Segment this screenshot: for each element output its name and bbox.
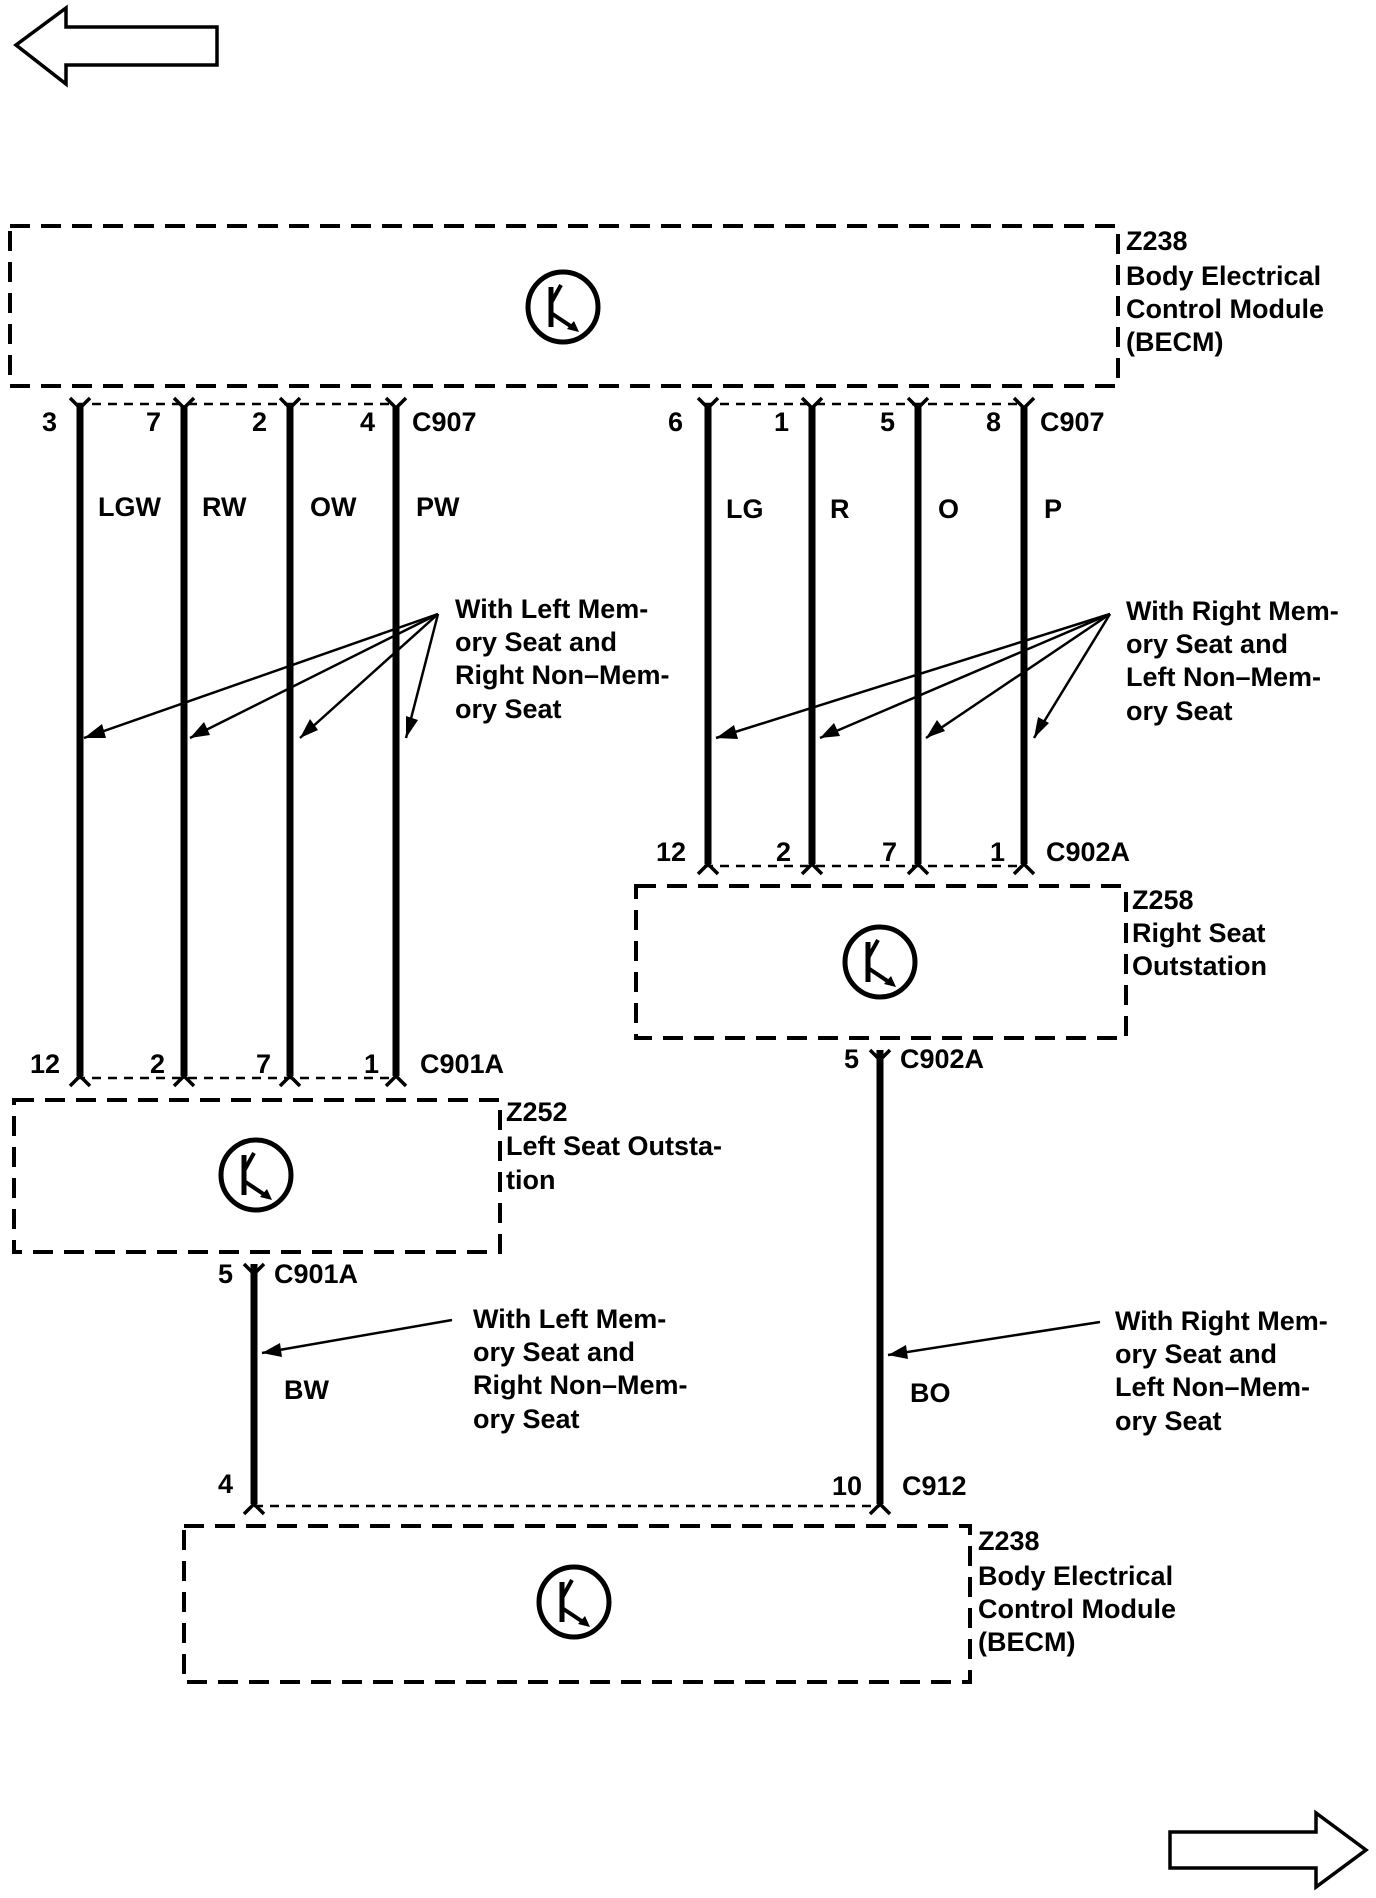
pin-number: 5 bbox=[218, 1259, 233, 1289]
becm-top-module-box bbox=[8, 224, 1120, 388]
pin-number: 6 bbox=[668, 407, 683, 437]
pin-number: 5 bbox=[880, 407, 895, 437]
left-seat-outstation-id: Z252 bbox=[506, 1097, 568, 1127]
becm-top-name-line: Body Electrical bbox=[1126, 261, 1321, 291]
callout-note-line: ory Seat and bbox=[1115, 1339, 1277, 1369]
connector-label-c901a-bottom: C901A bbox=[274, 1259, 358, 1289]
left-output-callout: With Left Mem- ory Seat and Right Non–Me… bbox=[261, 1304, 687, 1434]
pin-number: 5 bbox=[844, 1044, 859, 1074]
right-group-callout: With Right Mem- ory Seat and Left Non–Me… bbox=[715, 596, 1339, 740]
wire-color-label: O bbox=[938, 494, 959, 524]
callout-note-line: ory Seat and bbox=[455, 627, 617, 657]
becm-bottom-name-line: Control Module bbox=[978, 1594, 1176, 1624]
pin-number: 12 bbox=[656, 837, 686, 867]
callout-note-line: ory Seat bbox=[473, 1404, 580, 1434]
left-seat-outstation-box bbox=[12, 1098, 502, 1254]
wire-color-label: PW bbox=[416, 492, 460, 522]
wire-color-label: BW bbox=[284, 1375, 329, 1405]
callout-note-line: Left Non–Mem- bbox=[1115, 1372, 1310, 1402]
right-seat-outstation-id: Z258 bbox=[1132, 885, 1194, 915]
right-seat-outstation-box bbox=[634, 884, 1128, 1040]
connector-label-c901a-top: C901A bbox=[420, 1049, 504, 1079]
pin-number: 4 bbox=[360, 407, 375, 437]
callout-note-line: With Left Mem- bbox=[473, 1304, 666, 1334]
callout-note-line: ory Seat bbox=[1115, 1406, 1222, 1436]
wire-o[interactable] bbox=[906, 396, 930, 876]
pin-number: 3 bbox=[42, 407, 57, 437]
callout-note-line: Right Non–Mem- bbox=[455, 660, 669, 690]
callout-note-line: With Left Mem- bbox=[455, 594, 648, 624]
transistor-symbol-icon bbox=[218, 1137, 294, 1213]
left-seat-outstation-name-line: Left Seat Outsta- bbox=[506, 1131, 722, 1161]
becm-bottom-name-line: (BECM) bbox=[978, 1627, 1075, 1657]
becm-bottom-id: Z238 bbox=[978, 1526, 1040, 1556]
callout-note-line: Left Non–Mem- bbox=[1126, 662, 1321, 692]
wire-color-label: P bbox=[1044, 494, 1062, 524]
connector-label-c902a-top: C902A bbox=[1046, 837, 1130, 867]
callout-note-line: ory Seat and bbox=[1126, 629, 1288, 659]
pin-number: 8 bbox=[986, 407, 1001, 437]
wire-pw[interactable] bbox=[384, 396, 408, 1088]
becm-bottom-name-line: Body Electrical bbox=[978, 1561, 1173, 1591]
right-wire-harness: 6 1 5 8 C907 LG R O P 12 2 7 1 C902A Wit… bbox=[656, 396, 1339, 876]
becm-top-name-line: (BECM) bbox=[1126, 327, 1223, 357]
wire-lgw[interactable] bbox=[68, 396, 92, 1088]
wire-color-label: BO bbox=[910, 1378, 951, 1408]
transistor-symbol-icon bbox=[536, 1564, 612, 1640]
wire-bo[interactable] bbox=[868, 1048, 892, 1516]
pin-number: 2 bbox=[776, 837, 791, 867]
wire-lg[interactable] bbox=[696, 396, 720, 876]
wire-rw[interactable] bbox=[172, 396, 196, 1088]
becm-bottom-module-box bbox=[182, 1524, 972, 1684]
right-output-callout: With Right Mem- ory Seat and Left Non–Me… bbox=[887, 1306, 1328, 1436]
left-wire-harness: 3 7 2 4 C907 LGW RW OW PW 12 2 7 1 C901A… bbox=[30, 396, 669, 1088]
pin-number: 7 bbox=[146, 407, 161, 437]
wire-color-label: LG bbox=[726, 494, 764, 524]
callout-note-line: With Right Mem- bbox=[1115, 1306, 1328, 1336]
connector-label-c907-right: C907 bbox=[1040, 407, 1105, 437]
becm-top-id: Z238 bbox=[1126, 226, 1188, 256]
callout-note-line: ory Seat and bbox=[473, 1337, 635, 1367]
wire-color-label: R bbox=[830, 494, 850, 524]
pin-number: 2 bbox=[252, 407, 267, 437]
wire-p[interactable] bbox=[1012, 396, 1036, 876]
pin-number: 1 bbox=[774, 407, 789, 437]
pin-number: 12 bbox=[30, 1049, 60, 1079]
wire-color-label: OW bbox=[310, 492, 357, 522]
connector-label-c907-left: C907 bbox=[412, 407, 477, 437]
callout-note-line: With Right Mem- bbox=[1126, 596, 1339, 626]
transistor-symbol-icon bbox=[525, 269, 601, 345]
pin-number: 7 bbox=[882, 837, 897, 867]
right-seat-outstation-name-line: Outstation bbox=[1132, 951, 1267, 981]
left-seat-outstation-name-line: tion bbox=[506, 1165, 555, 1195]
callout-note-line: Right Non–Mem- bbox=[473, 1370, 687, 1400]
right-seat-outstation-name-line: Right Seat bbox=[1132, 918, 1266, 948]
pin-number: 4 bbox=[218, 1469, 233, 1499]
next-page-arrow-icon[interactable] bbox=[1168, 1809, 1369, 1891]
becm-top-name-line: Control Module bbox=[1126, 294, 1324, 324]
pin-number: 2 bbox=[150, 1049, 165, 1079]
callout-note-line: ory Seat bbox=[455, 694, 562, 724]
left-group-callout: With Left Mem- ory Seat and Right Non–Me… bbox=[83, 594, 669, 740]
pin-number: 1 bbox=[990, 837, 1005, 867]
wire-color-label: RW bbox=[202, 492, 247, 522]
wire-ow[interactable] bbox=[278, 396, 302, 1088]
pin-number: 7 bbox=[256, 1049, 271, 1079]
wire-bw[interactable] bbox=[242, 1262, 266, 1516]
transistor-symbol-icon bbox=[842, 924, 918, 1000]
callout-note-line: ory Seat bbox=[1126, 696, 1233, 726]
wire-r[interactable] bbox=[800, 396, 824, 876]
pin-number: 1 bbox=[364, 1049, 379, 1079]
wire-color-label: LGW bbox=[98, 492, 161, 522]
pin-number: 10 bbox=[832, 1471, 862, 1501]
connector-label-c912: C912 bbox=[902, 1471, 967, 1501]
connector-label-c902a-bottom: C902A bbox=[900, 1044, 984, 1074]
previous-page-arrow-icon[interactable] bbox=[13, 4, 219, 88]
